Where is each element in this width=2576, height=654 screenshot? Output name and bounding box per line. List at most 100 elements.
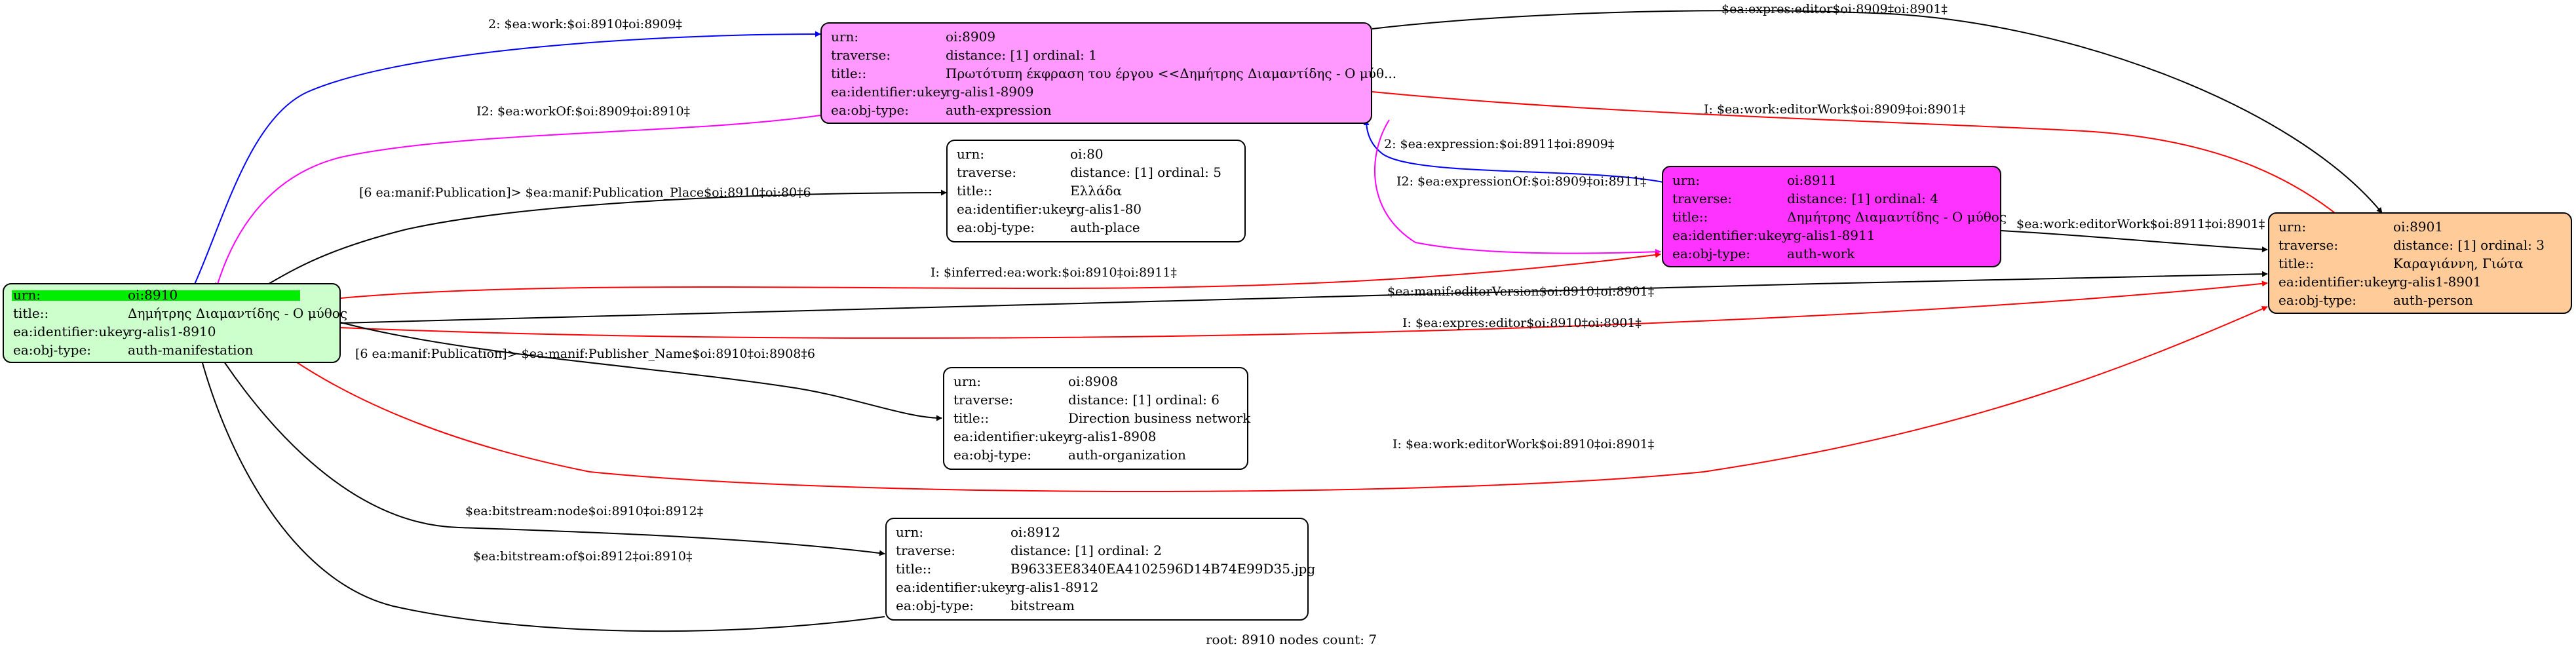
node-8908-val-3: rg-alis1-8908 <box>1068 429 1156 444</box>
node-8901-key-3: ea:identifier:ukey <box>2278 274 2396 290</box>
edge-expres-editor-8909-8901 <box>1372 10 2383 214</box>
edge-label-work-8910-8909: 2: $ea:work:$oi:8910‡oi:8909‡ <box>488 17 682 31</box>
node-8911-val-2: Δημήτρης Διαμαντίδης - Ο μύθος <box>1787 209 2007 225</box>
edge-inferred-work-8910-8911 <box>340 252 1661 299</box>
node-8911-key-1: traverse: <box>1672 191 1732 206</box>
edge-label-expres-editor-8909-8901: $ea:expres:editor$oi:8909‡oi:8901‡ <box>1721 2 1948 16</box>
node-8912-val-1: distance: [1] ordinal: 2 <box>1010 543 1162 558</box>
edge-label-editorwork-8910-8901: I: $ea:work:editorWork$oi:8910‡oi:8901‡ <box>1393 437 1654 452</box>
node-8908-key-0: urn: <box>953 374 981 389</box>
node-8912-val-3: rg-alis1-8912 <box>1010 579 1098 595</box>
node-8908-val-2: Direction business network <box>1068 410 1251 426</box>
footer-summary: root: 8910 nodes count: 7 <box>1206 632 1377 647</box>
edge-editorwork-8910-8901 <box>245 306 2268 492</box>
node-8911-key-0: urn: <box>1672 172 1700 188</box>
node-8901-val-3: rg-alis1-8901 <box>2393 274 2481 290</box>
node-80-key-3: ea:identifier:ukey <box>957 201 1074 217</box>
node-8912-box <box>885 518 1309 621</box>
edge-label-publication-place-8910-80: [6 ea:manif:Publication]> $ea:manif:Publ… <box>359 185 811 200</box>
node-8912-key-2: title:: <box>896 561 931 577</box>
node-8901-box <box>2268 212 2572 314</box>
node-8911-key-4: ea:obj-type: <box>1672 246 1750 261</box>
node-8901[interactable]: urn: oi:8901 traverse: distance: [1] ordina… <box>2268 212 2572 314</box>
node-80-val-1: distance: [1] ordinal: 5 <box>1070 164 1221 180</box>
node-8912-val-2: B9633EE8340EA4102596D14B74E99D35.jpg <box>1010 561 1315 577</box>
node-8901-key-0: urn: <box>2278 219 2306 235</box>
node-8911-key-3: ea:identifier:ukey <box>1672 227 1790 243</box>
node-8910[interactable]: urn: oi:8910 title:: Δημήτρης Διαμαντίδη… <box>3 283 347 363</box>
node-8911-val-3: rg-alis1-8911 <box>1787 227 1875 243</box>
node-8909-key-0: urn: <box>831 29 858 45</box>
edge-label-publisher-name-8910-8908: [6 ea:manif:Publication]> $ea:manif:Publ… <box>355 347 815 361</box>
edge-publisher-name-8910-8908 <box>340 322 942 421</box>
node-8909-key-1: traverse: <box>831 47 891 63</box>
edge-bitstream-of-8912-8910 <box>191 323 885 632</box>
node-80-box <box>946 140 1246 242</box>
node-8910-key-0: urn: <box>13 287 41 303</box>
node-8901-val-4: auth-person <box>2393 292 2473 308</box>
node-8912-key-3: ea:identifier:ukey <box>896 579 1013 595</box>
node-8910-val-0: oi:8910 <box>128 287 178 303</box>
node-8911-key-2: title:: <box>1672 209 1708 225</box>
edge-label-workof-8909-8910: I2: $ea:workOf:$oi:8909‡oi:8910‡ <box>476 104 690 119</box>
node-80-key-0: urn: <box>957 146 984 162</box>
node-80-key-4: ea:obj-type: <box>957 220 1035 235</box>
node-8909-val-3: rg-alis1-8909 <box>946 84 1033 100</box>
node-8911-val-4: auth-work <box>1787 246 1855 261</box>
edge-bitstream-node-8910-8912 <box>199 323 885 556</box>
node-8909-val-1: distance: [1] ordinal: 1 <box>946 47 1097 63</box>
node-8908-val-0: oi:8908 <box>1068 374 1118 389</box>
edge-expressionof-8909-8911 <box>1374 119 1661 255</box>
edge-editorwork-8909-8901 <box>1372 91 2349 225</box>
node-8912-key-1: traverse: <box>896 543 955 558</box>
node-8901-key-1: traverse: <box>2278 237 2338 253</box>
node-8912-key-0: urn: <box>896 524 923 540</box>
edge-workof-8909-8910 <box>215 115 821 289</box>
node-80-val-3: rg-alis1-80 <box>1070 201 1142 217</box>
node-80-val-4: auth-place <box>1070 220 1140 235</box>
node-8908-key-4: ea:obj-type: <box>953 447 1031 463</box>
node-8909-key-2: title:: <box>831 66 866 81</box>
node-8901-val-1: distance: [1] ordinal: 3 <box>2393 237 2545 253</box>
node-8910-header-highlight <box>12 290 300 301</box>
node-8909-val-2: Πρωτότυπη έκφραση του έργου <<Δημήτρης Δ… <box>946 66 1396 81</box>
node-8912[interactable]: urn: oi:8912 traverse: distance: [1] ordina… <box>885 518 1315 621</box>
edge-label-expression-8911-8909: 2: $ea:expression:$oi:8911‡oi:8909‡ <box>1384 137 1614 151</box>
node-80-key-2: title:: <box>957 183 992 199</box>
node-8908-key-3: ea:identifier:ukey <box>953 429 1071 444</box>
edge-label-expressionof-8909-8911: I2: $ea:expressionOf:$oi:8909‡oi:8911‡ <box>1396 174 1646 189</box>
node-8912-val-4: bitstream <box>1010 598 1075 613</box>
node-8911-val-1: distance: [1] ordinal: 4 <box>1787 191 1938 206</box>
node-8901-key-2: title:: <box>2278 256 2314 271</box>
node-8910-val-3: auth-manifestation <box>128 342 254 358</box>
node-8910-val-1: Δημήτρης Διαμαντίδης - Ο μύθος <box>128 305 347 321</box>
node-8908-key-2: title:: <box>953 410 989 426</box>
node-8901-val-0: oi:8901 <box>2393 219 2443 235</box>
node-80-key-1: traverse: <box>957 164 1016 180</box>
edge-publication-place-8910-80 <box>265 189 947 286</box>
edge-label-editorwork-8909-8901: I: $ea:work:editorWork$oi:8909‡oi:8901‡ <box>1704 102 1965 117</box>
node-8908-val-1: distance: [1] ordinal: 6 <box>1068 392 1220 408</box>
node-8908-val-4: auth-organization <box>1068 447 1186 463</box>
edge-label-inferred-work-8910-8911: I: $inferred:ea:work:$oi:8910‡oi:8911‡ <box>931 265 1177 280</box>
edge-label-bitstream-of-8912-8910: $ea:bitstream:of$oi:8912‡oi:8910‡ <box>473 549 693 564</box>
node-8912-val-0: oi:8912 <box>1010 524 1060 540</box>
edge-work-8910-8909 <box>193 31 821 288</box>
node-8910-key-2: ea:identifier:ukey <box>13 324 130 339</box>
node-8909[interactable]: urn: oi:8909 traverse: distance: [1] ordina… <box>820 22 1396 124</box>
node-8909-val-4: auth-expression <box>946 102 1052 118</box>
node-8901-val-2: Καραγιάννη, Γιώτα <box>2393 256 2524 271</box>
node-8909-val-0: oi:8909 <box>946 29 995 45</box>
node-80-val-2: Ελλάδα <box>1070 183 1122 199</box>
edge-editorversion-8910-8901 <box>340 271 2268 324</box>
edge-label-editorversion-8910-8901: $ea:manif:editorVersion$oi:8910‡oi:8901‡ <box>1387 284 1654 299</box>
nodes-layer: urn: oi:8910 title:: Δημήτρης Διαμαντίδη… <box>3 22 2572 621</box>
edge-editorwork-8911-8901 <box>2001 230 2268 253</box>
node-8912-key-4: ea:obj-type: <box>896 598 974 613</box>
node-8911-box <box>1662 166 2001 267</box>
edge-label-editorwork-8911-8901: $ea:work:editorWork$oi:8911‡oi:8901‡ <box>2016 217 2265 231</box>
